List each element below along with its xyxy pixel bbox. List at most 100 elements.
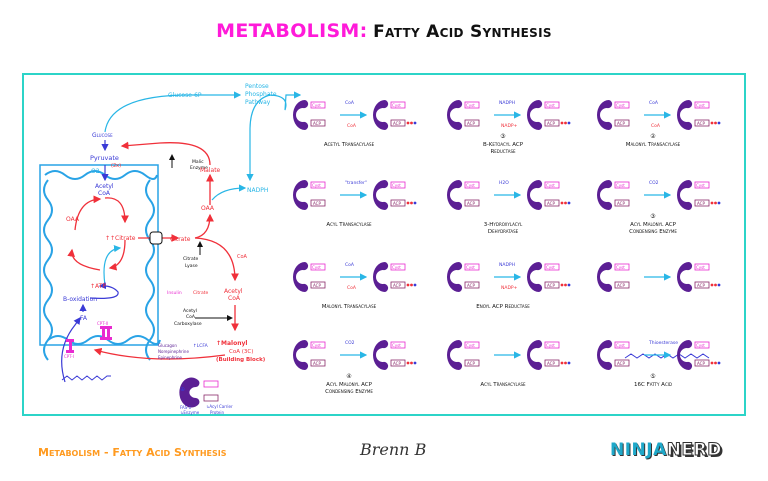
- svg-text:⊕: ⊕: [180, 386, 185, 393]
- svg-text:Cyst: Cyst: [392, 265, 401, 270]
- svg-text:Cyst: Cyst: [616, 343, 625, 348]
- step-reagent: NADPH: [499, 100, 515, 106]
- svg-text:Cyst: Cyst: [696, 343, 705, 348]
- svg-text:Cyst: Cyst: [466, 265, 475, 270]
- label-citrate-mito: ↑↑Citrate: [105, 235, 136, 242]
- label-pyruvate: Pyruvate: [90, 154, 119, 162]
- svg-text:ACP: ACP: [697, 201, 705, 206]
- svg-text:ACP: ACP: [697, 361, 705, 366]
- label-fa: FA: [80, 315, 88, 322]
- step-reagent: CoA: [347, 123, 357, 129]
- label-acp-1: ↳Acyl Carrier: [206, 404, 233, 409]
- step-reagent: NADPH: [499, 262, 515, 268]
- step-name: Acyl Transacylase: [480, 382, 526, 388]
- step-number: ④: [346, 373, 351, 380]
- step-name: Acetyl Transacylase: [324, 142, 375, 148]
- logo-part2: NERD: [666, 440, 722, 461]
- svg-text:Cyst: Cyst: [696, 183, 705, 188]
- label-acetyl-coa-mito-1: Acetyl: [95, 183, 114, 190]
- svg-text:ACP: ACP: [313, 201, 321, 206]
- svg-text:Cyst: Cyst: [546, 103, 555, 108]
- diagram-frame: [22, 73, 746, 416]
- label-acc-2: CoA: [186, 314, 196, 320]
- label-fas-enzyme: ↳Enzyme: [180, 410, 200, 415]
- svg-text:ACP: ACP: [617, 201, 625, 206]
- label-acetyl-coa-cyto-2: CoA: [228, 295, 241, 302]
- step-name: 16C Fatty Acid: [634, 382, 672, 388]
- step-name: B-Ketoacyl ACP: [483, 142, 524, 148]
- label-citrate-cyto: Citrate: [170, 236, 191, 243]
- svg-text:Cyst: Cyst: [312, 265, 321, 270]
- reaction-step: CystACPCystACPH2O3-HydroxylacylDehydrata…: [447, 180, 571, 235]
- label-glucose-6p: Glucose-6P: [168, 92, 202, 99]
- title-subtitle: Fatty Acid Synthesis: [373, 22, 552, 42]
- label-acetyl-coa-mito-2: CoA: [98, 190, 111, 197]
- step-number: ③: [500, 133, 505, 140]
- step-reagent: CoA: [345, 100, 355, 106]
- label-malonyl-2: CoA (3C): [229, 349, 253, 355]
- label-cpt1: CPT-I: [64, 354, 74, 359]
- svg-text:ACP: ACP: [697, 283, 705, 288]
- label-glucose: Glucose: [92, 132, 113, 139]
- svg-text:Cyst: Cyst: [392, 343, 401, 348]
- step-name: Condensing Enzyme: [629, 229, 677, 235]
- svg-text:ACP: ACP: [467, 361, 475, 366]
- svg-text:ACP: ACP: [393, 201, 401, 206]
- label-acp-2: Protein: [210, 410, 224, 415]
- label-oaa-cyto: OAA: [201, 205, 215, 212]
- svg-text:Cyst: Cyst: [616, 265, 625, 270]
- label-oaa-mito: OAA: [66, 216, 80, 223]
- svg-text:Cyst: Cyst: [312, 103, 321, 108]
- svg-text:Cyst: Cyst: [546, 265, 555, 270]
- svg-text:ACP: ACP: [313, 361, 321, 366]
- label-ppp-2: Phosphate: [245, 91, 277, 98]
- label-malonyl-3: (Building Block): [216, 357, 266, 363]
- step-reagent: CoA: [347, 285, 357, 291]
- step-reagent: CO2: [649, 180, 659, 186]
- step-name: Dehydratase: [488, 229, 519, 235]
- svg-text:ACP: ACP: [313, 283, 321, 288]
- svg-text:ACP: ACP: [617, 361, 625, 366]
- label-malate: Malate: [200, 167, 221, 174]
- svg-text:ACP: ACP: [467, 201, 475, 206]
- title-topic: METABOLISM:: [216, 20, 368, 42]
- step-name: Condensing Enzyme: [325, 389, 373, 395]
- footer-signature: Brenn B: [360, 440, 427, 459]
- svg-text:Cyst: Cyst: [696, 103, 705, 108]
- svg-text:Cyst: Cyst: [546, 343, 555, 348]
- label-malic-enzyme-2: Enzyme: [190, 165, 208, 171]
- ninja-nerd-logo: NINJANERD: [610, 440, 722, 461]
- svg-text:ACP: ACP: [547, 283, 555, 288]
- svg-text:Cyst: Cyst: [466, 103, 475, 108]
- step-reagent: NADP+: [501, 285, 518, 291]
- label-ppp-3: Pathway: [245, 99, 271, 106]
- label-glucagon-1: Glucagon: [158, 343, 177, 348]
- step-name: Acyl Malonyl ACP: [630, 222, 677, 228]
- svg-text:ACP: ACP: [547, 361, 555, 366]
- step-reagent: CoA: [649, 100, 659, 106]
- label-glucagon-3: Epinephrine: [158, 355, 183, 360]
- step-name: Acyl Malonyl ACP: [326, 382, 373, 388]
- svg-text:Cyst: Cyst: [546, 183, 555, 188]
- svg-text:ACP: ACP: [393, 121, 401, 126]
- label-acc-1: Acetyl: [183, 308, 197, 314]
- svg-text:ACP: ACP: [313, 121, 321, 126]
- svg-text:Cyst: Cyst: [312, 183, 321, 188]
- svg-text:Cyst: Cyst: [616, 183, 625, 188]
- step-number: ⑤: [650, 373, 655, 380]
- label-cpt2: CPT-II: [97, 321, 108, 326]
- svg-text:Cyst: Cyst: [466, 183, 475, 188]
- label-glucagon-2: Norepinephrine: [158, 349, 189, 354]
- step-name: Malonyl Transacylase: [626, 142, 681, 148]
- label-ppp-1: Pentose: [245, 83, 269, 90]
- svg-text:ACP: ACP: [393, 283, 401, 288]
